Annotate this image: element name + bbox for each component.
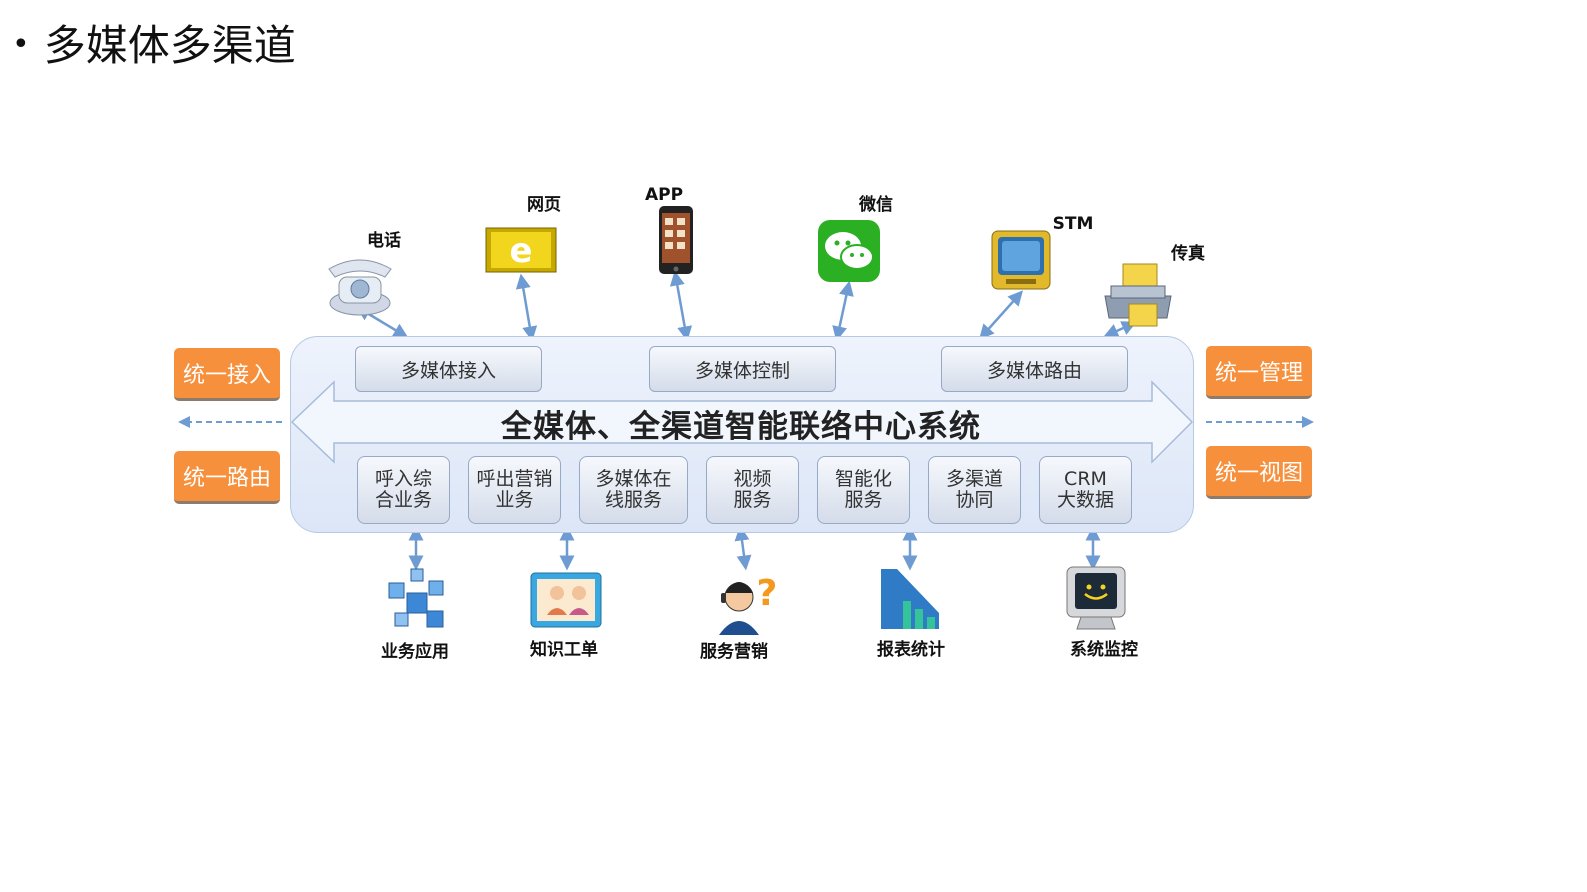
channel-label-fax: 传真 (1171, 244, 1205, 264)
stm-terminal-icon (984, 225, 1058, 299)
telephone-icon (323, 247, 397, 321)
app-label-business: 业务应用 (381, 642, 449, 662)
connector-service (734, 525, 752, 571)
service-inbound: 呼入综 合业务 (357, 456, 450, 524)
unified-routing-box: 统一路由 (174, 451, 280, 504)
unified-access-box: 统一接入 (174, 348, 280, 401)
knowledge-screen-icon (529, 563, 603, 637)
connector-fax (1103, 321, 1137, 338)
service-crm-bigdata: CRM 大数据 (1039, 456, 1132, 524)
connector-stm (978, 290, 1024, 340)
system-banner: 全媒体、全渠道智能联络中心系统 (501, 408, 981, 445)
connector-web (515, 273, 538, 342)
page-title-text: 多媒体多渠道 (43, 21, 296, 70)
web-page-icon: e (484, 212, 558, 286)
connector-wechat (832, 280, 854, 342)
service-outbound: 呼出营销 业务 (468, 456, 561, 524)
unified-management-box: 统一管理 (1206, 346, 1312, 399)
app-label-monitor: 系统监控 (1070, 640, 1138, 660)
bar-report-icon (873, 561, 947, 635)
fax-icon (1101, 256, 1175, 330)
app-label-service: 服务营销 (700, 642, 768, 662)
service-collaboration: 多渠道 协同 (928, 456, 1021, 524)
smartphone-app-icon (639, 204, 713, 278)
page-title: • 多媒体多渠道 (12, 12, 296, 73)
channel-label-app: APP (644, 185, 684, 205)
app-label-report: 报表统计 (877, 640, 945, 660)
connector-app (669, 270, 693, 342)
wechat-icon (812, 214, 886, 288)
monitor-smile-icon (1061, 561, 1135, 635)
service-intelligent: 智能化 服务 (817, 456, 910, 524)
svg-text:e: e (509, 231, 532, 271)
app-label-knowledge: 知识工单 (530, 640, 598, 660)
module-multimedia-access: 多媒体接入 (355, 346, 542, 392)
channel-label-stm: STM (1052, 214, 1094, 234)
unified-view-box: 统一视图 (1206, 446, 1312, 499)
channel-label-web: 网页 (527, 195, 561, 215)
channel-label-wechat: 微信 (859, 195, 893, 215)
svg-text:?: ? (757, 573, 778, 614)
channel-label-phone: 电话 (367, 231, 401, 251)
bullet-icon: • (12, 27, 30, 62)
module-multimedia-routing: 多媒体路由 (941, 346, 1128, 392)
service-video: 视频 服务 (706, 456, 799, 524)
service-online: 多媒体在 线服务 (579, 456, 688, 524)
module-multimedia-control: 多媒体控制 (649, 346, 836, 392)
cubes-icon (379, 563, 453, 637)
agent-question-icon: ? (711, 563, 785, 637)
